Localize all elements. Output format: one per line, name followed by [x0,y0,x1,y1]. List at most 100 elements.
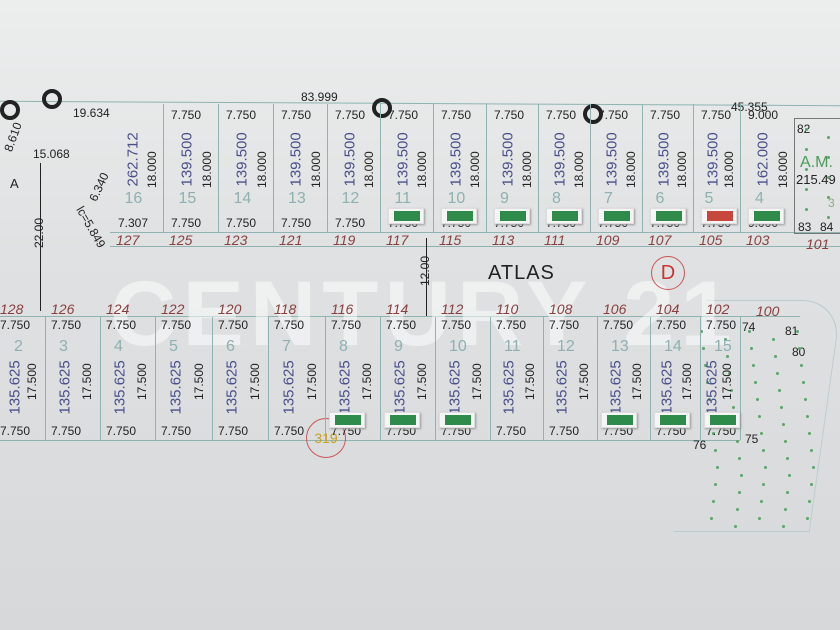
lot-number: 4 [755,190,764,207]
green-dot [748,330,751,333]
lot-status-sticker [384,412,420,428]
green-dot [805,148,808,151]
lot-front-dimension: 7.750 [218,318,249,332]
lot-parcel[interactable] [268,317,325,440]
lot-area: 135.625 [607,360,624,415]
lot-area: 139.500 [704,132,721,187]
lot-parcel[interactable] [433,104,486,232]
survey-marker-icon [42,89,62,109]
lot-parcel[interactable] [700,317,740,440]
green-dot [734,525,737,528]
green-area-outline [794,118,840,234]
lot-back-dimension: 7.750 [51,424,82,438]
lot-number: 10 [449,338,467,355]
lot-number: 11 [394,190,412,207]
top-total-mid: 83.999 [301,90,338,104]
green-dot [796,330,799,333]
lot-parcel[interactable] [650,317,700,440]
green-dot [758,415,761,418]
lot-number: 15 [178,190,197,207]
lot-front-dimension: 7.750 [335,108,366,122]
lot-parcel[interactable] [45,317,100,440]
green-dot [774,355,777,358]
lot-parcel[interactable] [273,104,327,232]
lot-area: 135.625 [703,360,721,415]
lot-parcel[interactable] [218,104,273,232]
lot-parcel[interactable] [693,104,740,232]
green-dot [780,406,783,409]
lot-status-sticker [748,208,784,224]
lot-depth: 17.500 [577,363,591,400]
lot-parcel[interactable] [740,104,794,232]
lot-front-dimension: 7.750 [281,108,312,122]
lot-front-dimension: 7.750 [171,108,202,122]
green-dot [762,483,765,486]
lot-parcel[interactable] [642,104,693,232]
green-dot [805,188,808,191]
lot-back-dimension: 7.750 [335,216,366,230]
lot-depth: 17.500 [415,363,429,400]
lot-area: 135.625 [6,360,23,415]
lot-number: 12 [557,338,575,355]
street-number: 124 [106,301,130,317]
street-number: 110 [496,301,519,317]
lot-parcel[interactable] [590,104,642,232]
green-dot [808,500,811,503]
lot-parcel[interactable] [163,104,218,232]
green-dot [764,466,767,469]
lot-number: 14 [233,190,252,207]
green-dot [756,398,759,401]
street-number: 118 [274,301,297,317]
lot-depth: 18.000 [675,151,689,188]
lot-back-dimension: 7.750 [274,424,305,438]
lot-back-dimension: 7.750 [226,216,257,230]
street-number: 121 [279,232,303,248]
green-dot [827,216,830,219]
lot-area: 135.625 [280,360,297,415]
lot-parcel[interactable] [543,317,597,440]
lot-area: 135.625 [56,360,73,415]
lot-parcel[interactable] [380,317,435,440]
lot-back-dimension: 7.750 [496,424,527,438]
corner-point-75: 75 [745,432,759,446]
lot-parcel[interactable] [538,104,590,232]
green-dot [726,355,729,358]
lot-parcel[interactable] [597,317,650,440]
lot-number: 11 [504,338,521,355]
green-dot [706,381,709,384]
green-dot [772,338,775,341]
lot-parcel[interactable] [435,317,490,440]
lot-parcel[interactable] [325,317,380,440]
lot-depth: 18.000 [145,151,159,188]
lot-number: 8 [339,338,348,355]
street-number: 101 [806,236,830,252]
lot-depth: 17.500 [523,363,537,400]
lot-parcel[interactable] [100,317,155,440]
lot-depth: 17.500 [680,363,694,400]
lot-parcel[interactable] [327,104,380,232]
street-name: ATLAS [488,262,555,284]
watermark: CENTURY 21 [110,263,738,365]
green-dot [700,330,703,333]
green-dot [788,474,791,477]
lot-parcel[interactable] [212,317,268,440]
green-dot [754,381,757,384]
lot-parcel[interactable] [380,104,433,232]
street-number: 115 [439,232,462,248]
lot-depth: 18.000 [362,151,376,188]
lot-status-sticker [388,208,424,224]
lot-parcel[interactable] [490,317,543,440]
green-dot [760,432,763,435]
green-dot [714,449,717,452]
lot-status-sticker [601,412,637,428]
lot-parcel[interactable] [486,104,538,232]
lot-number: 6 [655,190,665,207]
lot-parcel[interactable] [155,317,212,440]
green-dot [724,338,727,341]
lot-number: 9 [394,338,403,355]
green-area-n84: 84 [820,220,834,234]
lot-back-dimension: 7.750 [106,424,137,438]
green-dot [827,196,830,199]
survey-marker-icon [0,100,20,120]
green-dot [750,347,753,350]
